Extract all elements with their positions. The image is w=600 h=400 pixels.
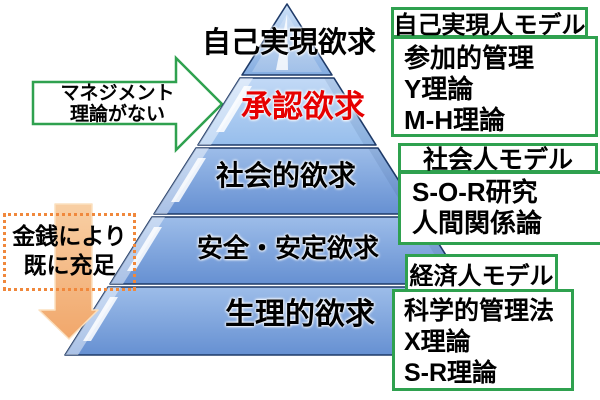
model-item: 科学的管理法 xyxy=(404,297,555,325)
management-arrow-shape xyxy=(31,54,224,154)
pyramid-label-safety: 安全・安定欲求 xyxy=(196,233,379,263)
self-actualizing-man-model-items: 参加的管理 Y理論 M-H理論 xyxy=(391,36,598,137)
management-note-line2: 理論がない xyxy=(69,104,165,125)
social-man-model-title: 社会人モデル xyxy=(398,143,598,174)
model-item: X理論 xyxy=(404,328,471,356)
pyramid-level-2-shape xyxy=(197,77,377,146)
social-man-model-items: S-O-R研究 人間関係論 xyxy=(398,171,600,245)
model-item: S-O-R研究 xyxy=(412,177,538,207)
pyramid-label-physiological: 生理的欲求 xyxy=(225,298,375,331)
pyramid-label-self-actualization: 自己実現欲求 xyxy=(201,27,376,59)
model-item: 人間関係論 xyxy=(412,208,543,238)
pyramid-level-1-shape xyxy=(241,3,333,76)
management-note-line1: マネジメント xyxy=(60,83,175,104)
model-item: S-R理論 xyxy=(404,359,498,387)
money-note-line1: 金銭により xyxy=(12,223,127,249)
self-actualizing-man-model-title: 自己実現人モデル xyxy=(391,7,588,39)
management-note: マネジメント 理論がない xyxy=(45,83,190,125)
model-item: 参加的管理 xyxy=(404,43,535,73)
pyramid-label-social: 社会的欲求 xyxy=(215,160,356,191)
money-note-line2: 既に充足 xyxy=(23,252,116,278)
model-item: M-H理論 xyxy=(404,105,506,135)
money-note-box: 金銭により 既に充足 xyxy=(3,213,136,291)
money-down-arrow-shape xyxy=(38,203,99,340)
model-item: Y理論 xyxy=(404,74,474,104)
economic-man-model-items: 科学的管理法 X理論 S-R理論 xyxy=(392,289,574,391)
pyramid-label-esteem: 承認欲求 xyxy=(241,89,365,124)
economic-man-model-title: 経済人モデル xyxy=(405,254,558,292)
